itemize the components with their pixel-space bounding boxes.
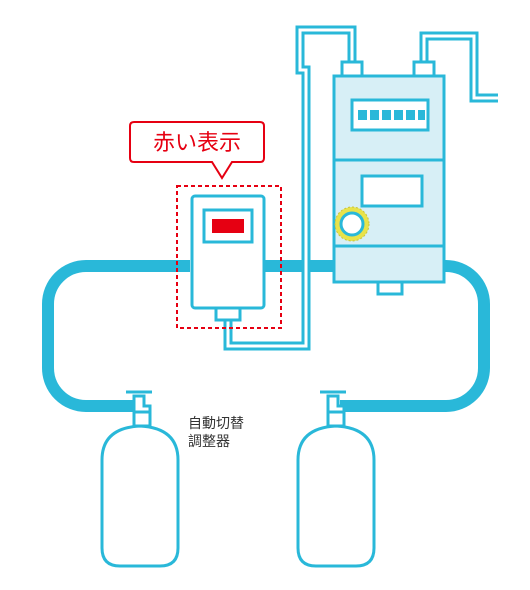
regulator-outlet [214,306,242,322]
gas-meter [332,60,446,296]
supply-pipe-loop [42,260,490,412]
cylinder-valve-right [320,390,346,428]
meter-indicator-lamp [339,211,365,237]
auto-regulator [190,194,266,322]
meter-display-panel [360,174,424,208]
cylinder-body-left [100,424,180,568]
counter-digit [382,110,391,120]
meter-lower-body [332,244,446,284]
counter-digit [370,110,379,120]
gas-cylinder-right [296,390,376,568]
counter-digit [418,110,425,120]
regulator-label-line2: 調整器 [188,434,230,450]
counter-digit [358,110,367,120]
meter-bottom-tab [376,280,404,296]
callout: 赤い表示 [129,121,265,180]
callout-bubble [129,121,265,180]
regulator-to-meter-pipe-inner [226,28,354,348]
cylinder-body-right [296,424,376,568]
meter-outlet-pipe-inner [422,34,498,100]
highlight-box [176,185,282,329]
counter-digit [394,110,403,120]
regulator-label-line1: 自動切替 [188,416,244,432]
regulator-red-indicator [212,219,244,233]
counter-digit [406,110,415,120]
gas-cylinder-left [100,390,180,568]
callout-label: 赤い表示 [153,131,241,156]
